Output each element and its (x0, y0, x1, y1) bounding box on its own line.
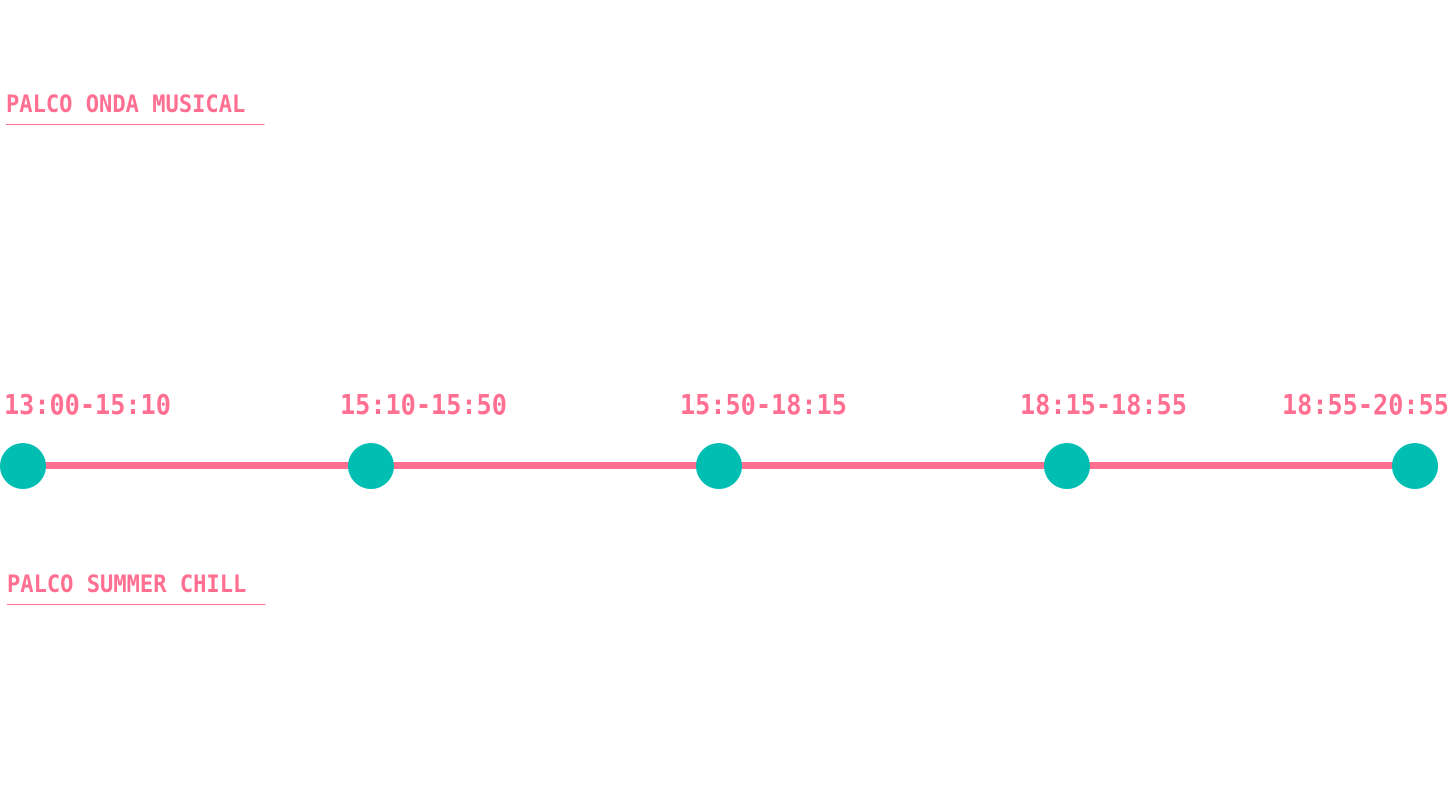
time-slot-node-1[interactable] (0, 443, 46, 489)
time-slot-node-3[interactable] (696, 443, 742, 489)
stage-heading-summer-chill: PALCO SUMMER CHILL (7, 570, 266, 605)
time-slot-label-1: 13:00-15:10 (4, 388, 171, 421)
stage-heading-onda-musical: PALCO ONDA MUSICAL (6, 90, 265, 125)
time-slot-node-4[interactable] (1044, 443, 1090, 489)
schedule-timeline: 13:00-15:10 15:10-15:50 15:50-18:15 18:1… (0, 380, 1449, 500)
time-slot-label-2: 15:10-15:50 (340, 388, 507, 421)
time-slot-label-3: 15:50-18:15 (680, 388, 847, 421)
time-slot-node-5[interactable] (1392, 443, 1438, 489)
time-slot-label-5: 18:55-20:55 (1282, 388, 1449, 421)
time-slot-label-4: 18:15-18:55 (1020, 388, 1187, 421)
time-slot-node-2[interactable] (348, 443, 394, 489)
